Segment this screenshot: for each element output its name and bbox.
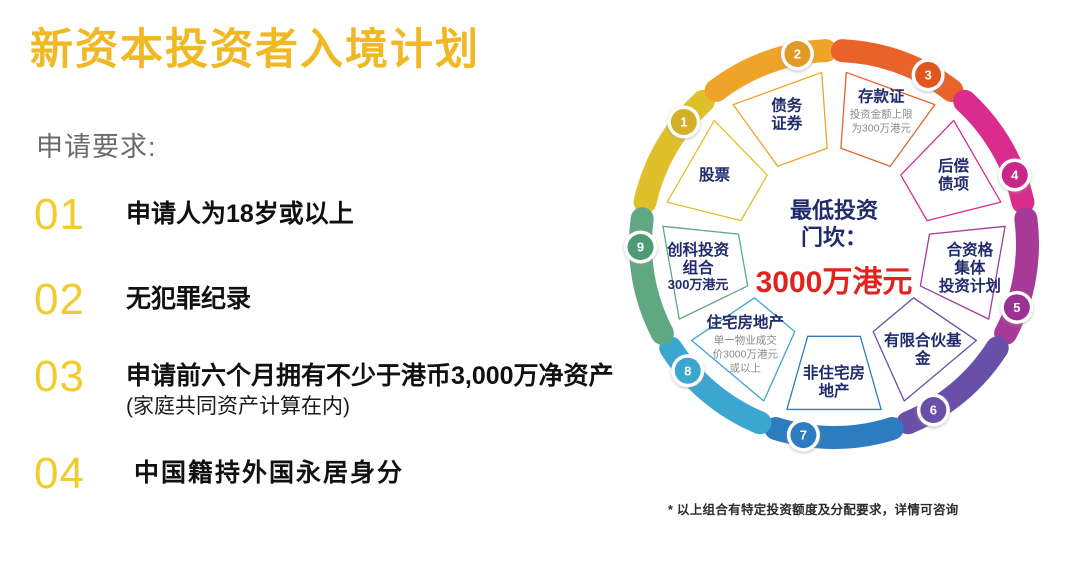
wheel-segment-arc-cap xyxy=(953,89,977,113)
wheel-segment-label: 投资计划 xyxy=(939,276,1001,295)
wheel-segment-label: 创科投资 xyxy=(666,240,730,259)
requirement-number: 02 xyxy=(34,275,85,324)
badge-number: 5 xyxy=(1013,300,1020,315)
requirement-item: 03 申请前六个月拥有不少于港币3,000万净资产 (家庭共同资产计算在内) xyxy=(34,355,614,420)
wheel-segment-arc-cap xyxy=(830,39,854,63)
badge-disc xyxy=(920,397,947,424)
wheel-segment-arc-cap xyxy=(985,336,1009,360)
badge-disc xyxy=(784,40,811,67)
wheel-segment-label: 住宅房地产 xyxy=(707,313,785,332)
wheel-segment-badge[interactable]: 4 xyxy=(998,158,1032,192)
requirement-item: 02 无犯罪纪录 xyxy=(34,278,251,322)
badge-disc xyxy=(1003,294,1030,321)
requirement-number: 03 xyxy=(34,352,85,401)
page-title: 新资本投资者入境计划 xyxy=(30,26,480,74)
badge-number: 9 xyxy=(637,240,644,255)
wheel-segment-label: 股票 xyxy=(699,166,731,184)
wheel-segment-label: 债项 xyxy=(938,174,970,193)
wheel-segment-subtext: 单一物业成交 xyxy=(714,334,777,347)
center-amount: 3000万港元 xyxy=(756,266,913,299)
investment-wheel-panel: 股票 债务证券 存款证投资金额上限为300万港元后偿债项合资格集体投资计划有限合伙基… xyxy=(612,16,1080,567)
badge-disc xyxy=(915,61,942,88)
wheel-segment-badge[interactable]: 1 xyxy=(667,105,701,139)
badge-disc xyxy=(790,422,817,449)
badge-number: 1 xyxy=(680,115,687,130)
wheel-badge-group: 1 2 3 4 5 6 7 8 9 xyxy=(624,37,1034,452)
wheel-segment-arc-cap xyxy=(630,207,654,231)
badge-disc xyxy=(670,108,697,135)
wheel-segment-label: 非住宅房 xyxy=(803,363,865,382)
badge-number: 2 xyxy=(794,47,801,62)
wheel-segment-label: 有限合伙基 xyxy=(884,331,962,350)
badge-disc xyxy=(1001,161,1028,188)
wheel-segment-badge[interactable]: 5 xyxy=(1000,290,1034,324)
wheel-segment-arc-cap xyxy=(650,321,674,345)
requirement-item: 01 申请人为18岁或以上 xyxy=(34,193,354,237)
wheel-segment-arc-cap xyxy=(880,417,904,441)
wheel-segment-arc-cap xyxy=(748,411,772,435)
badge-number: 7 xyxy=(800,428,807,443)
wheel-segment-label: 证券 xyxy=(771,113,803,132)
requirement-text: 中国籍持外国永居身分 xyxy=(134,459,405,487)
requirement-number: 01 xyxy=(34,190,85,239)
badge-disc xyxy=(674,357,701,384)
requirement-item: 04 中国籍持外国永居身分 xyxy=(34,452,404,496)
requirement-text: 申请前六个月拥有不少于港币3,000万净资产 xyxy=(126,362,614,390)
wheel-segment-badge[interactable]: 6 xyxy=(916,393,950,427)
wheel-segment-cell[interactable] xyxy=(786,335,882,411)
wheel-segment-cell[interactable] xyxy=(919,225,1006,320)
wheel-segment-subtext: 投资金额上限 xyxy=(850,107,913,120)
wheel-segment-arc-cap xyxy=(1014,207,1038,231)
wheel-segment-label: 组合 xyxy=(683,258,715,277)
wheel-segment-label: 集体 xyxy=(953,258,986,277)
wheel-segment-cell[interactable] xyxy=(690,297,796,402)
wheel-segment-cell[interactable] xyxy=(662,225,749,320)
requirement-text: 申请人为18岁或以上 xyxy=(126,200,354,228)
center-heading-line: 门坎： xyxy=(801,225,867,250)
wheel-cell-group xyxy=(662,71,1006,411)
badge-number: 8 xyxy=(684,363,691,378)
wheel-segment-label: 地产 xyxy=(818,381,849,400)
badge-number: 6 xyxy=(930,403,937,418)
wheel-segment-badge[interactable]: 9 xyxy=(624,230,658,264)
wheel-segment-badge[interactable]: 8 xyxy=(671,354,705,388)
wheel-segment-badge[interactable]: 7 xyxy=(786,418,820,452)
footnote: * 以上组合有特定投资额度及分配要求，详情可咨询 xyxy=(668,503,959,517)
wheel-segment-badge[interactable]: 3 xyxy=(911,58,945,92)
wheel-segment-label: 合资格 xyxy=(947,240,994,259)
requirements-panel: 新资本投资者入境计划 申请要求: 01 申请人为18岁或以上 02 无犯罪纪录 … xyxy=(30,26,614,496)
wheel-segment-arc-cap xyxy=(814,39,838,63)
badge-number: 3 xyxy=(924,68,931,83)
wheel-segment-cell[interactable] xyxy=(872,297,978,402)
wheel-segment-label: 存款证 xyxy=(858,86,905,105)
wheel-segment-subtext: 300万港元 xyxy=(668,277,729,292)
wheel-segment-subtext: 价3000万港元 xyxy=(713,349,779,361)
center-heading-line: 最低投资 xyxy=(790,198,878,223)
wheel-segment-subtext: 为300万港元 xyxy=(851,122,911,134)
wheel-segment-arc-cap xyxy=(704,78,728,102)
requirements-heading: 申请要求: xyxy=(36,132,157,162)
wheel-segment-label: 后偿 xyxy=(938,156,970,175)
requirement-text: 无犯罪纪录 xyxy=(126,285,252,313)
wheel-segment-subtext: 或以上 xyxy=(730,363,762,375)
requirement-subtext: (家庭共同资产计算在内) xyxy=(126,394,350,418)
badge-number: 4 xyxy=(1011,168,1019,183)
wheel-segment-cell[interactable] xyxy=(840,71,936,167)
requirement-number: 04 xyxy=(34,449,85,498)
wheel-segment-cell[interactable] xyxy=(666,119,768,222)
badge-disc xyxy=(627,234,654,261)
wheel-segment-label: 金 xyxy=(914,349,931,368)
wheel-segment-cell[interactable] xyxy=(732,71,828,167)
wheel-segment-badge[interactable]: 2 xyxy=(780,37,814,71)
wheel-segment-cell[interactable] xyxy=(900,119,1002,222)
wheel-segment-label: 债务 xyxy=(771,95,803,114)
